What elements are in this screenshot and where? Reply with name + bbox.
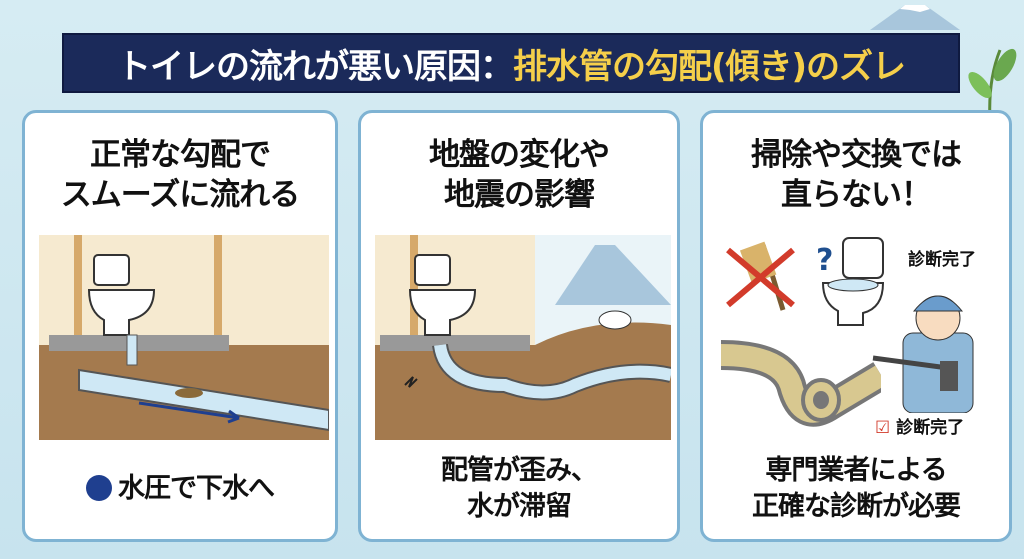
toilet-icon: [408, 254, 477, 336]
mount-fuji-icon: [870, 5, 960, 30]
water-drop-icon: [86, 475, 112, 501]
panel-footer: 専門業者による: [765, 455, 947, 486]
panel-heading: 正常な勾配で: [90, 137, 271, 173]
technician-icon: [872, 295, 974, 413]
clogged-pipe-icon: [721, 340, 881, 427]
normal-drain-illustration: [39, 235, 329, 440]
toilet-icon: [821, 237, 885, 326]
crack-icon: [404, 376, 418, 388]
panel-footer: 水圧で下水へ: [118, 473, 275, 504]
panel-ground-change: 地盤の変化や地震の影響 配管が歪み、水が滞留: [358, 110, 680, 542]
panel-heading: 掃除や交換では: [751, 137, 962, 173]
toilet-icon: [87, 254, 156, 336]
panel-needs-diagnosis: 掃除や交換では直らない！ ? 診断完了 ☑ 診断完了 専門業者による正確な診断が…: [700, 110, 1012, 542]
panel-heading: 地震の影響: [444, 177, 595, 213]
diagnosis-complete-check-label: 診断完了: [896, 418, 965, 438]
panel-heading: 地盤の変化や: [429, 137, 610, 173]
brush-crossed-icon: [726, 241, 795, 311]
diagnosis-complete-label: 診断完了: [908, 250, 976, 270]
page-title: トイレの流れが悪い原因： 排水管の勾配(傾き)のズレ: [62, 33, 960, 93]
panel-footer: 水が滞留: [467, 491, 572, 522]
title-main: トイレの流れが悪い原因：: [116, 46, 514, 87]
distorted-drain-illustration: [375, 235, 671, 440]
checkbox-checked-icon: ☑: [875, 418, 891, 438]
panel-normal-slope: 正常な勾配でスムーズに流れる 水圧で下水へ: [22, 110, 338, 542]
question-mark-icon: ?: [816, 243, 834, 278]
teacup-icon: [598, 310, 632, 330]
title-highlight: 排水管の勾配(傾き)のズレ: [512, 46, 906, 87]
panel-heading: 直らない！: [781, 177, 932, 213]
panel-heading: スムーズに流れる: [60, 177, 300, 213]
panel-footer: 配管が歪み、: [441, 455, 598, 486]
tea-leaf-icon: [968, 48, 1017, 120]
panel-footer: 正確な診断が必要: [752, 491, 961, 522]
